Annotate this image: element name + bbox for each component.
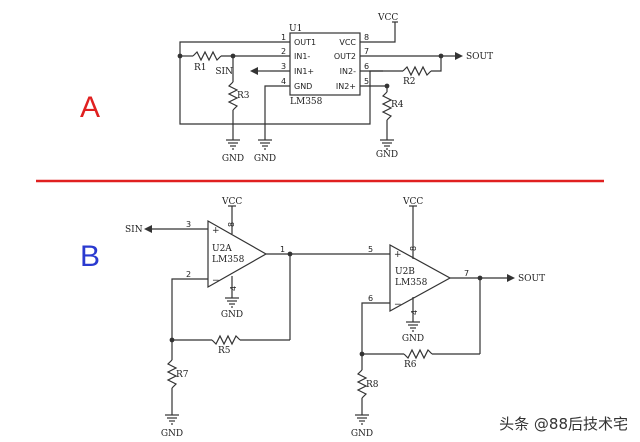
junction-dot — [169, 337, 175, 343]
a-sout-label: SOUT — [466, 52, 493, 62]
gnd-label: GND — [376, 150, 398, 160]
r1-resistor — [192, 50, 222, 62]
u2b-plus-sign: + — [394, 250, 402, 260]
junction-dot — [384, 83, 390, 89]
b-sout-arrow — [507, 274, 515, 282]
u2a-pin-number: 4 — [229, 286, 238, 291]
gnd-symbol-chip — [258, 139, 272, 150]
b-sin-arrow — [144, 225, 152, 233]
b-vcc-a-label: VCC — [221, 197, 242, 207]
r8-resistor — [356, 369, 368, 399]
u2a-plus-sign: + — [212, 226, 220, 236]
r1-label: R1 — [194, 63, 207, 73]
u1-pin-number: 3 — [281, 62, 286, 71]
u1-pin-number: 6 — [364, 62, 369, 71]
section-a — [179, 21, 455, 150]
u1-pin-name: OUT1 — [294, 38, 316, 47]
gnd-label: GND — [222, 154, 244, 164]
u1-pin-number: 5 — [364, 77, 369, 86]
u1-pin-number: 1 — [281, 33, 286, 42]
a-sout-arrow — [455, 52, 463, 60]
u1-pin-name: IN2+ — [336, 82, 356, 91]
a-sin-arrow — [250, 67, 258, 75]
u1-pin-number: 7 — [364, 47, 369, 56]
u2a-pin-number: 8 — [227, 222, 236, 227]
u1-pin-name: GND — [294, 82, 312, 91]
junction-dot — [177, 53, 183, 59]
r8-label: R8 — [366, 380, 379, 390]
u1-chip-body — [289, 32, 361, 96]
junction-dot — [230, 53, 236, 59]
gnd-symbol-r8 — [355, 414, 369, 425]
gnd-label: GND — [161, 429, 183, 439]
r2-resistor — [402, 65, 432, 77]
u2a-pin-number: 1 — [280, 245, 285, 254]
r5-resistor — [211, 334, 241, 346]
gnd-symbol-r7 — [165, 414, 179, 425]
section-letter-b: B — [80, 240, 100, 273]
r6-resistor — [403, 348, 433, 360]
u1-part-label: LM358 — [290, 97, 323, 107]
u2a-ref-label: U2A — [212, 244, 232, 254]
u1-pin-name: OUT2 — [334, 52, 356, 61]
r5-label: R5 — [218, 346, 231, 356]
junction-dot — [359, 351, 365, 357]
u2a-pin-number: 3 — [186, 220, 191, 229]
gnd-symbol-u2a — [225, 297, 239, 308]
u2b-pin-number: 7 — [464, 269, 469, 278]
r3-label: R3 — [237, 91, 250, 101]
u2a-minus-sign: − — [212, 276, 220, 286]
r4-label: R4 — [391, 100, 404, 110]
u2b-ref-label: U2B — [395, 267, 415, 277]
u2a-opamp-body — [207, 219, 268, 289]
u2a-part-label: LM358 — [212, 255, 245, 265]
a-vcc-label: VCC — [377, 13, 398, 23]
u1-pin-number: 8 — [364, 33, 369, 42]
junction-dot — [477, 275, 483, 281]
u2b-pin-number: 6 — [368, 294, 373, 303]
u2b-pin-number: 8 — [409, 246, 418, 251]
watermark-text: 头条 @88后技术宅 — [499, 415, 628, 433]
r2-label: R2 — [403, 77, 416, 87]
u2b-minus-sign: − — [394, 300, 402, 310]
u2b-pin-number: 5 — [368, 245, 373, 254]
b-vcc-b-label: VCC — [402, 197, 423, 207]
u2b-opamp-body — [389, 243, 452, 313]
u1-ref-label: U1 — [289, 24, 302, 34]
gnd-label: GND — [254, 154, 276, 164]
u1-pin-name: VCC — [339, 38, 356, 47]
u2b-part-label: LM358 — [395, 278, 428, 288]
gnd-symbol-u2b — [406, 321, 420, 332]
gnd-label: GND — [402, 334, 424, 344]
gnd-symbol-r4 — [380, 139, 394, 150]
u2a-pin-number: 2 — [186, 270, 191, 279]
r7-resistor — [166, 359, 178, 389]
section-letter-a: A — [80, 91, 100, 124]
u1-pin-name: IN2- — [340, 67, 356, 76]
u1-pin-number: 2 — [281, 47, 286, 56]
u2b-pin-number: 4 — [410, 310, 419, 315]
r3-resistor — [227, 81, 239, 111]
b-sout-label: SOUT — [518, 274, 545, 284]
section-b — [152, 205, 507, 425]
r6-label: R6 — [404, 360, 417, 370]
junction-dot — [287, 251, 293, 257]
u1-pin-name: IN1+ — [294, 67, 314, 76]
a-sin-label: SIN — [215, 67, 233, 77]
r4-resistor — [381, 91, 393, 121]
r7-label: R7 — [176, 370, 189, 380]
gnd-label: GND — [221, 310, 243, 320]
a-feedback-wire — [179, 41, 383, 125]
b-sin-label: SIN — [125, 225, 143, 235]
junction-dot — [438, 53, 444, 59]
gnd-symbol-r3 — [226, 139, 240, 150]
gnd-label: GND — [351, 429, 373, 439]
u1-pin-name: IN1- — [294, 52, 310, 61]
u1-pin-number: 4 — [281, 77, 286, 86]
